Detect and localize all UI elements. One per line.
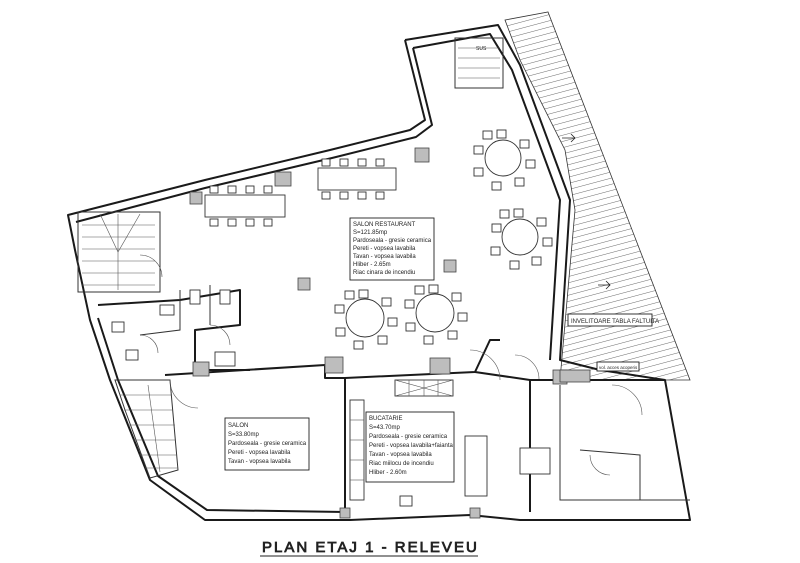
svg-text:Hliber - 2.60m: Hliber - 2.60m	[369, 470, 407, 476]
plan-title: PLAN ETAJ 1 - RELEVEU	[260, 539, 479, 557]
svg-text:SUS: SUS	[476, 46, 487, 52]
room-title: SALON	[228, 423, 248, 429]
tables-rectangular	[204, 158, 397, 227]
svg-text:Pardoseala - gresie ceramica: Pardoseala - gresie ceramica	[369, 434, 448, 440]
label-top-stair: SUS	[476, 46, 487, 52]
stair-top-left	[77, 211, 161, 293]
kitchen-equipment	[349, 379, 551, 507]
interior-walls	[164, 339, 690, 512]
svg-text:Tavan - vopsea lavabila: Tavan - vopsea lavabila	[353, 254, 416, 260]
svg-text:Tavan - vopsea lavabila: Tavan - vopsea lavabila	[369, 452, 432, 458]
svg-text:Tavan - vopsea lavabila: Tavan - vopsea lavabila	[228, 459, 291, 465]
label-salon: SALON S=33.80mp Pardoseala - gresie cera…	[224, 417, 310, 471]
room-title: SALON RESTAURANT	[353, 222, 416, 228]
svg-text:PLAN ETAJ 1 - RELEVEU: PLAN ETAJ 1 - RELEVEU	[262, 539, 479, 556]
roof-area	[504, 11, 691, 381]
svg-text:Pereti - vopsea lavabila+faian: Pereti - vopsea lavabila+faianta	[369, 443, 454, 449]
stair-bottom-left	[114, 379, 179, 479]
stair-top-right	[454, 37, 504, 89]
svg-text:Pereti - vopsea lavabila: Pereti - vopsea lavabila	[228, 450, 291, 456]
svg-text:Pereti - vopsea lavabila: Pereti - vopsea lavabila	[353, 246, 416, 252]
room-title: BUCATARIE	[369, 416, 402, 422]
room-area: S=33.80mp	[228, 432, 260, 438]
svg-text:INVELITOARE TABLA FALTUITA: INVELITOARE TABLA FALTUITA	[571, 319, 659, 325]
label-small: vol. acces acoperis	[596, 361, 640, 372]
label-bucatarie: BUCATARIE S=43.70mp Pardoseala - gresie …	[365, 411, 455, 483]
room-area: S=43.70mp	[369, 425, 401, 431]
roof-slope-arrows	[562, 133, 611, 290]
svg-text:Pardoseala - gresie ceramica: Pardoseala - gresie ceramica	[228, 441, 307, 447]
label-roof: INVELITOARE TABLA FALTUITA	[567, 313, 659, 327]
doors	[139, 254, 611, 476]
svg-text:vol. acces acoperis: vol. acces acoperis	[599, 365, 638, 370]
room-area: S=121.85mp	[353, 230, 388, 236]
svg-text:Riac cinara de incendiu: Riac cinara de incendiu	[353, 270, 415, 276]
label-salon-restaurant: SALON RESTAURANT S=121.85mp Pardoseala -…	[349, 217, 435, 281]
svg-text:Pardoseala - gresie ceramica: Pardoseala - gresie ceramica	[353, 238, 432, 244]
svg-text:Riac miilocu de incendiu: Riac miilocu de incendiu	[369, 461, 434, 467]
toilet-block	[97, 285, 250, 371]
svg-text:Hliber - 2.65m: Hliber - 2.65m	[353, 262, 391, 268]
columns	[189, 147, 591, 519]
tables-round	[334, 129, 553, 350]
